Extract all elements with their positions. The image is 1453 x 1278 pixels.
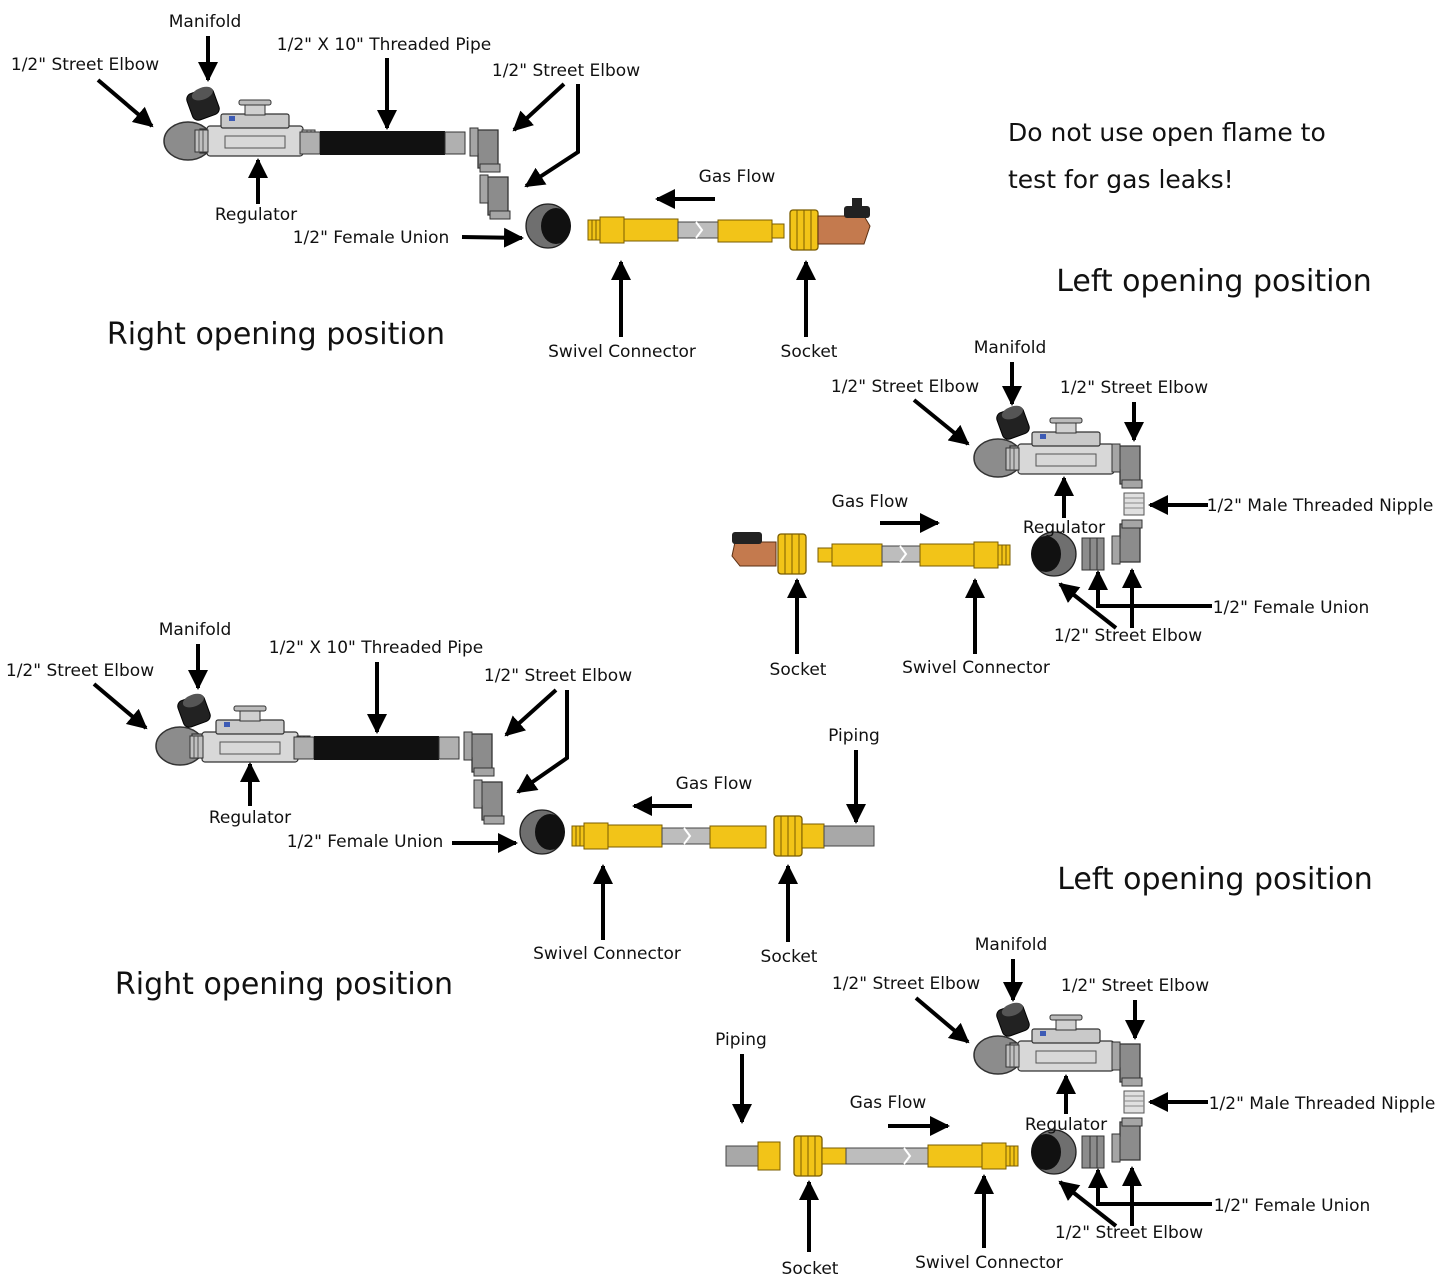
d4-street-elbow-ball	[1030, 1129, 1077, 1175]
d4-socket	[793, 1135, 823, 1177]
d1-street-elbow-right	[469, 127, 501, 173]
d3-threaded-pipe	[293, 736, 460, 760]
d2-label-socket: Socket	[770, 660, 827, 680]
d2-label-female-union: 1/2" Female Union	[1213, 598, 1370, 618]
d3-female-union	[519, 809, 566, 855]
d3-label-swivel-connector: Swivel Connector	[533, 944, 681, 964]
d3-label-socket: Socket	[761, 947, 818, 967]
d1-street-elbow-lower	[479, 174, 511, 220]
d1-label-female-union: 1/2" Female Union	[293, 228, 450, 248]
d2-street-elbow-right	[1111, 443, 1143, 489]
d4-swivel-connector	[821, 1142, 1019, 1170]
diagram-1-right-opening: Manifold 1/2" Street Elbow 1/2" X 10" Th…	[11, 12, 871, 362]
d4-label-manifold: Manifold	[975, 935, 1047, 955]
d3-position-title: Right opening position	[115, 967, 453, 1002]
d4-female-union	[1081, 1135, 1105, 1169]
d2-female-union	[1081, 537, 1105, 571]
d2-street-elbow-ball	[1030, 531, 1077, 577]
d1-position-title: Right opening position	[107, 317, 445, 352]
warning-line-1: Do not use open flame to	[1008, 118, 1326, 147]
d2-valve	[731, 532, 777, 567]
d3-swivel-connector	[571, 822, 767, 850]
d4-label-socket: Socket	[782, 1259, 839, 1278]
warning-line-2: test for gas leaks!	[1008, 165, 1234, 194]
d4-manifold	[994, 999, 1032, 1039]
d4-street-elbow-bottom	[1111, 1117, 1143, 1163]
d1-label-socket: Socket	[781, 342, 838, 362]
d4-label-street-elbow-right: 1/2" Street Elbow	[1061, 976, 1209, 996]
d4-label-street-elbow-left: 1/2" Street Elbow	[832, 974, 980, 994]
d1-label-swivel-connector: Swivel Connector	[548, 342, 696, 362]
d2-label-male-nipple: 1/2" Male Threaded Nipple	[1207, 496, 1434, 516]
d4-label-female-union: 1/2" Female Union	[1214, 1196, 1371, 1216]
d4-label-male-nipple: 1/2" Male Threaded Nipple	[1209, 1094, 1436, 1114]
d2-label-street-elbow-left: 1/2" Street Elbow	[831, 377, 979, 397]
d2-label-street-elbow-bottom: 1/2" Street Elbow	[1054, 626, 1202, 646]
d4-piping	[725, 1141, 781, 1171]
d3-label-manifold: Manifold	[159, 620, 231, 640]
d1-label-threaded-pipe: 1/2" X 10" Threaded Pipe	[277, 35, 491, 55]
d1-arrows	[96, 36, 816, 337]
d1-label-regulator: Regulator	[215, 205, 297, 225]
d1-socket	[789, 209, 819, 251]
d3-label-female-union: 1/2" Female Union	[287, 832, 444, 852]
d3-arrows	[92, 644, 866, 942]
d1-swivel-connector	[587, 216, 785, 244]
d1-manifold	[184, 83, 222, 123]
d3-street-elbow-right	[463, 731, 495, 777]
d2-male-nipple	[1123, 492, 1145, 516]
d3-label-street-elbow-right: 1/2" Street Elbow	[484, 666, 632, 686]
d1-threaded-pipe	[299, 131, 466, 155]
d2-label-swivel-connector: Swivel Connector	[902, 658, 1050, 678]
d1-label-street-elbow-right: 1/2" Street Elbow	[492, 61, 640, 81]
d2-label-manifold: Manifold	[974, 338, 1046, 358]
d3-socket	[773, 815, 803, 857]
d2-position-title: Left opening position	[1056, 264, 1372, 299]
d2-socket	[777, 533, 807, 575]
d3-manifold	[175, 690, 213, 730]
d4-arrows	[732, 959, 1212, 1252]
d4-label-gas-flow: Gas Flow	[850, 1093, 927, 1113]
d2-label-regulator: Regulator	[1023, 518, 1105, 538]
d4-label-swivel-connector: Swivel Connector	[915, 1253, 1063, 1273]
d3-label-street-elbow-left: 1/2" Street Elbow	[6, 661, 154, 681]
d2-label-street-elbow-right: 1/2" Street Elbow	[1060, 378, 1208, 398]
d1-label-manifold: Manifold	[169, 12, 241, 32]
diagram-2-left-opening: Left opening position	[731, 264, 1434, 680]
d2-street-elbow-bottom	[1111, 519, 1143, 565]
d2-arrows	[787, 362, 1212, 654]
d4-position-title: Left opening position	[1057, 862, 1373, 897]
d3-street-elbow-lower	[473, 779, 505, 825]
d4-label-regulator: Regulator	[1025, 1115, 1107, 1135]
d4-street-elbow-right	[1111, 1041, 1143, 1087]
d4-male-nipple	[1123, 1090, 1145, 1114]
d4-label-piping: Piping	[715, 1030, 767, 1050]
d1-label-gas-flow: Gas Flow	[699, 167, 776, 187]
d1-label-street-elbow-left: 1/2" Street Elbow	[11, 55, 159, 75]
diagram-4-left-opening: Left opening position Manif	[715, 862, 1435, 1278]
d3-label-threaded-pipe: 1/2" X 10" Threaded Pipe	[269, 638, 483, 658]
d1-female-union	[525, 203, 572, 249]
d2-label-gas-flow: Gas Flow	[832, 492, 909, 512]
d3-label-gas-flow: Gas Flow	[676, 774, 753, 794]
d3-piping	[801, 823, 875, 849]
d1-valve	[817, 198, 871, 245]
d2-manifold	[994, 402, 1032, 442]
diagram-3-right-opening: Manifold 1/2" Street Elbow 1/2" X 10" Th…	[6, 620, 880, 1002]
d2-swivel-connector	[817, 541, 1011, 569]
d4-label-street-elbow-bottom: 1/2" Street Elbow	[1055, 1223, 1203, 1243]
d3-label-piping: Piping	[828, 726, 880, 746]
d3-label-regulator: Regulator	[209, 808, 291, 828]
